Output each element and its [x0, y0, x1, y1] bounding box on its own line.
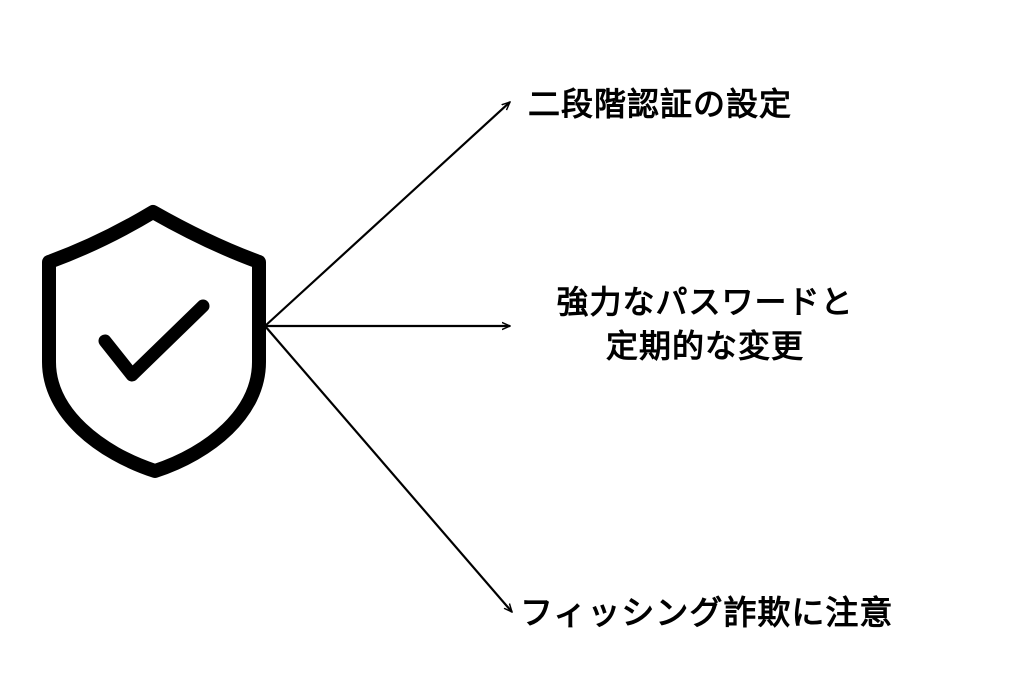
check-mark-icon	[98, 299, 210, 382]
item-label-line: 二段階認証の設定	[528, 85, 793, 123]
item-label-line: 定期的な変更	[605, 327, 804, 365]
item-label-line: フィッシング詐欺に注意	[520, 593, 894, 632]
item-label-line: 強力なパスワードと	[556, 283, 854, 321]
item-label-two-factor: 二段階認証の設定	[528, 84, 792, 124]
shield-check-icon	[42, 205, 266, 478]
item-label-phishing: フィッシング詐欺に注意	[520, 592, 893, 634]
arrow-to-bottom-item	[264, 325, 512, 612]
item-label-strong-password: 強力なパスワードと 定期的な変更	[520, 280, 890, 368]
connector-arrows	[264, 102, 512, 612]
shield-outline	[42, 205, 266, 478]
arrow-to-top-item	[264, 102, 510, 327]
